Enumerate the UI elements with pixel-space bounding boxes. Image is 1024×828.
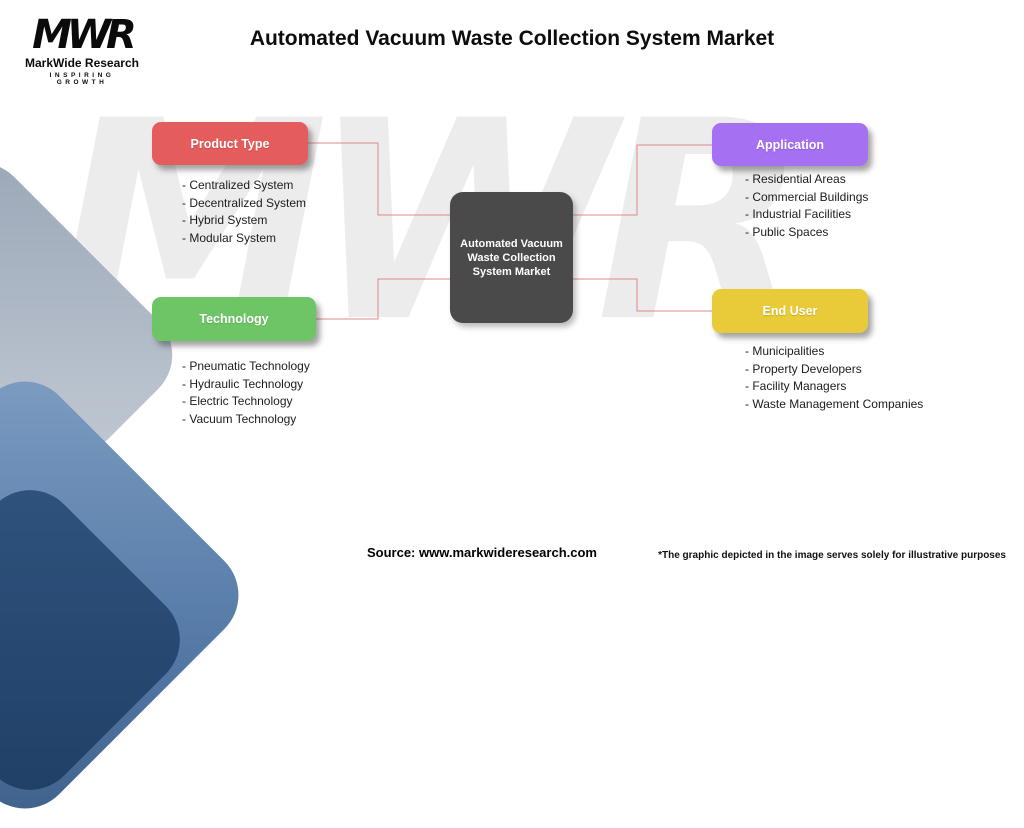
list-item: - Centralized System xyxy=(182,178,294,192)
diagram-canvas: MWR MarkWide Research INSPIRING GROWTH A… xyxy=(22,14,1006,561)
connector-application xyxy=(573,144,712,216)
logo-acronym: MWR xyxy=(32,12,137,58)
list-item: - Vacuum Technology xyxy=(182,411,297,426)
category-header-product-type: Product Type xyxy=(152,122,308,165)
list-item: - Industrial Facilities xyxy=(745,207,852,221)
list-item: - Pneumatic Technology xyxy=(182,359,310,373)
center-node: Automated Vacuum Waste Collection System… xyxy=(450,192,573,323)
connector-end-user xyxy=(573,278,712,312)
category-header-end-user: End User xyxy=(712,289,868,333)
list-item: - Residential Areas xyxy=(745,172,846,186)
page-title: Automated Vacuum Waste Collection System… xyxy=(249,27,775,50)
connector-technology xyxy=(316,278,450,320)
list-item: - Modular System xyxy=(182,230,277,245)
markwide-research-logo: MWR MarkWide Research INSPIRING GROWTH xyxy=(22,14,142,86)
list-item: - Commercial Buildings xyxy=(745,189,869,204)
logo-tagline: INSPIRING GROWTH xyxy=(49,72,115,86)
list-item: - Hybrid System xyxy=(182,213,268,227)
center-node-label: Automated Vacuum Waste Collection System… xyxy=(460,237,563,278)
category-list-end-user: - Municipalities - Property Developers -… xyxy=(745,343,923,413)
list-item: - Decentralized System xyxy=(182,195,307,210)
connector-product-type xyxy=(308,142,450,216)
list-item: - Electric Technology xyxy=(182,394,293,408)
category-header-technology: Technology xyxy=(152,297,316,341)
category-header-application: Application xyxy=(712,123,868,166)
list-item: - Public Spaces xyxy=(745,224,829,239)
disclaimer-text: *The graphic depicted in the image serve… xyxy=(658,550,1006,561)
list-item: - Hydraulic Technology xyxy=(182,376,304,391)
list-item: - Property Developers xyxy=(745,361,862,376)
list-item: - Waste Management Companies xyxy=(745,396,924,411)
source-text: Source: www.markwideresearch.com xyxy=(366,545,597,560)
category-list-product-type: - Centralized System - Decentralized Sys… xyxy=(182,177,306,247)
list-item: - Municipalities xyxy=(745,344,825,358)
logo-company-name: MarkWide Research xyxy=(25,56,139,70)
category-list-application: - Residential Areas - Commercial Buildin… xyxy=(745,171,868,241)
category-list-technology: - Pneumatic Technology - Hydraulic Techn… xyxy=(182,358,310,428)
connector-lines xyxy=(308,142,712,320)
list-item: - Facility Managers xyxy=(745,379,847,393)
